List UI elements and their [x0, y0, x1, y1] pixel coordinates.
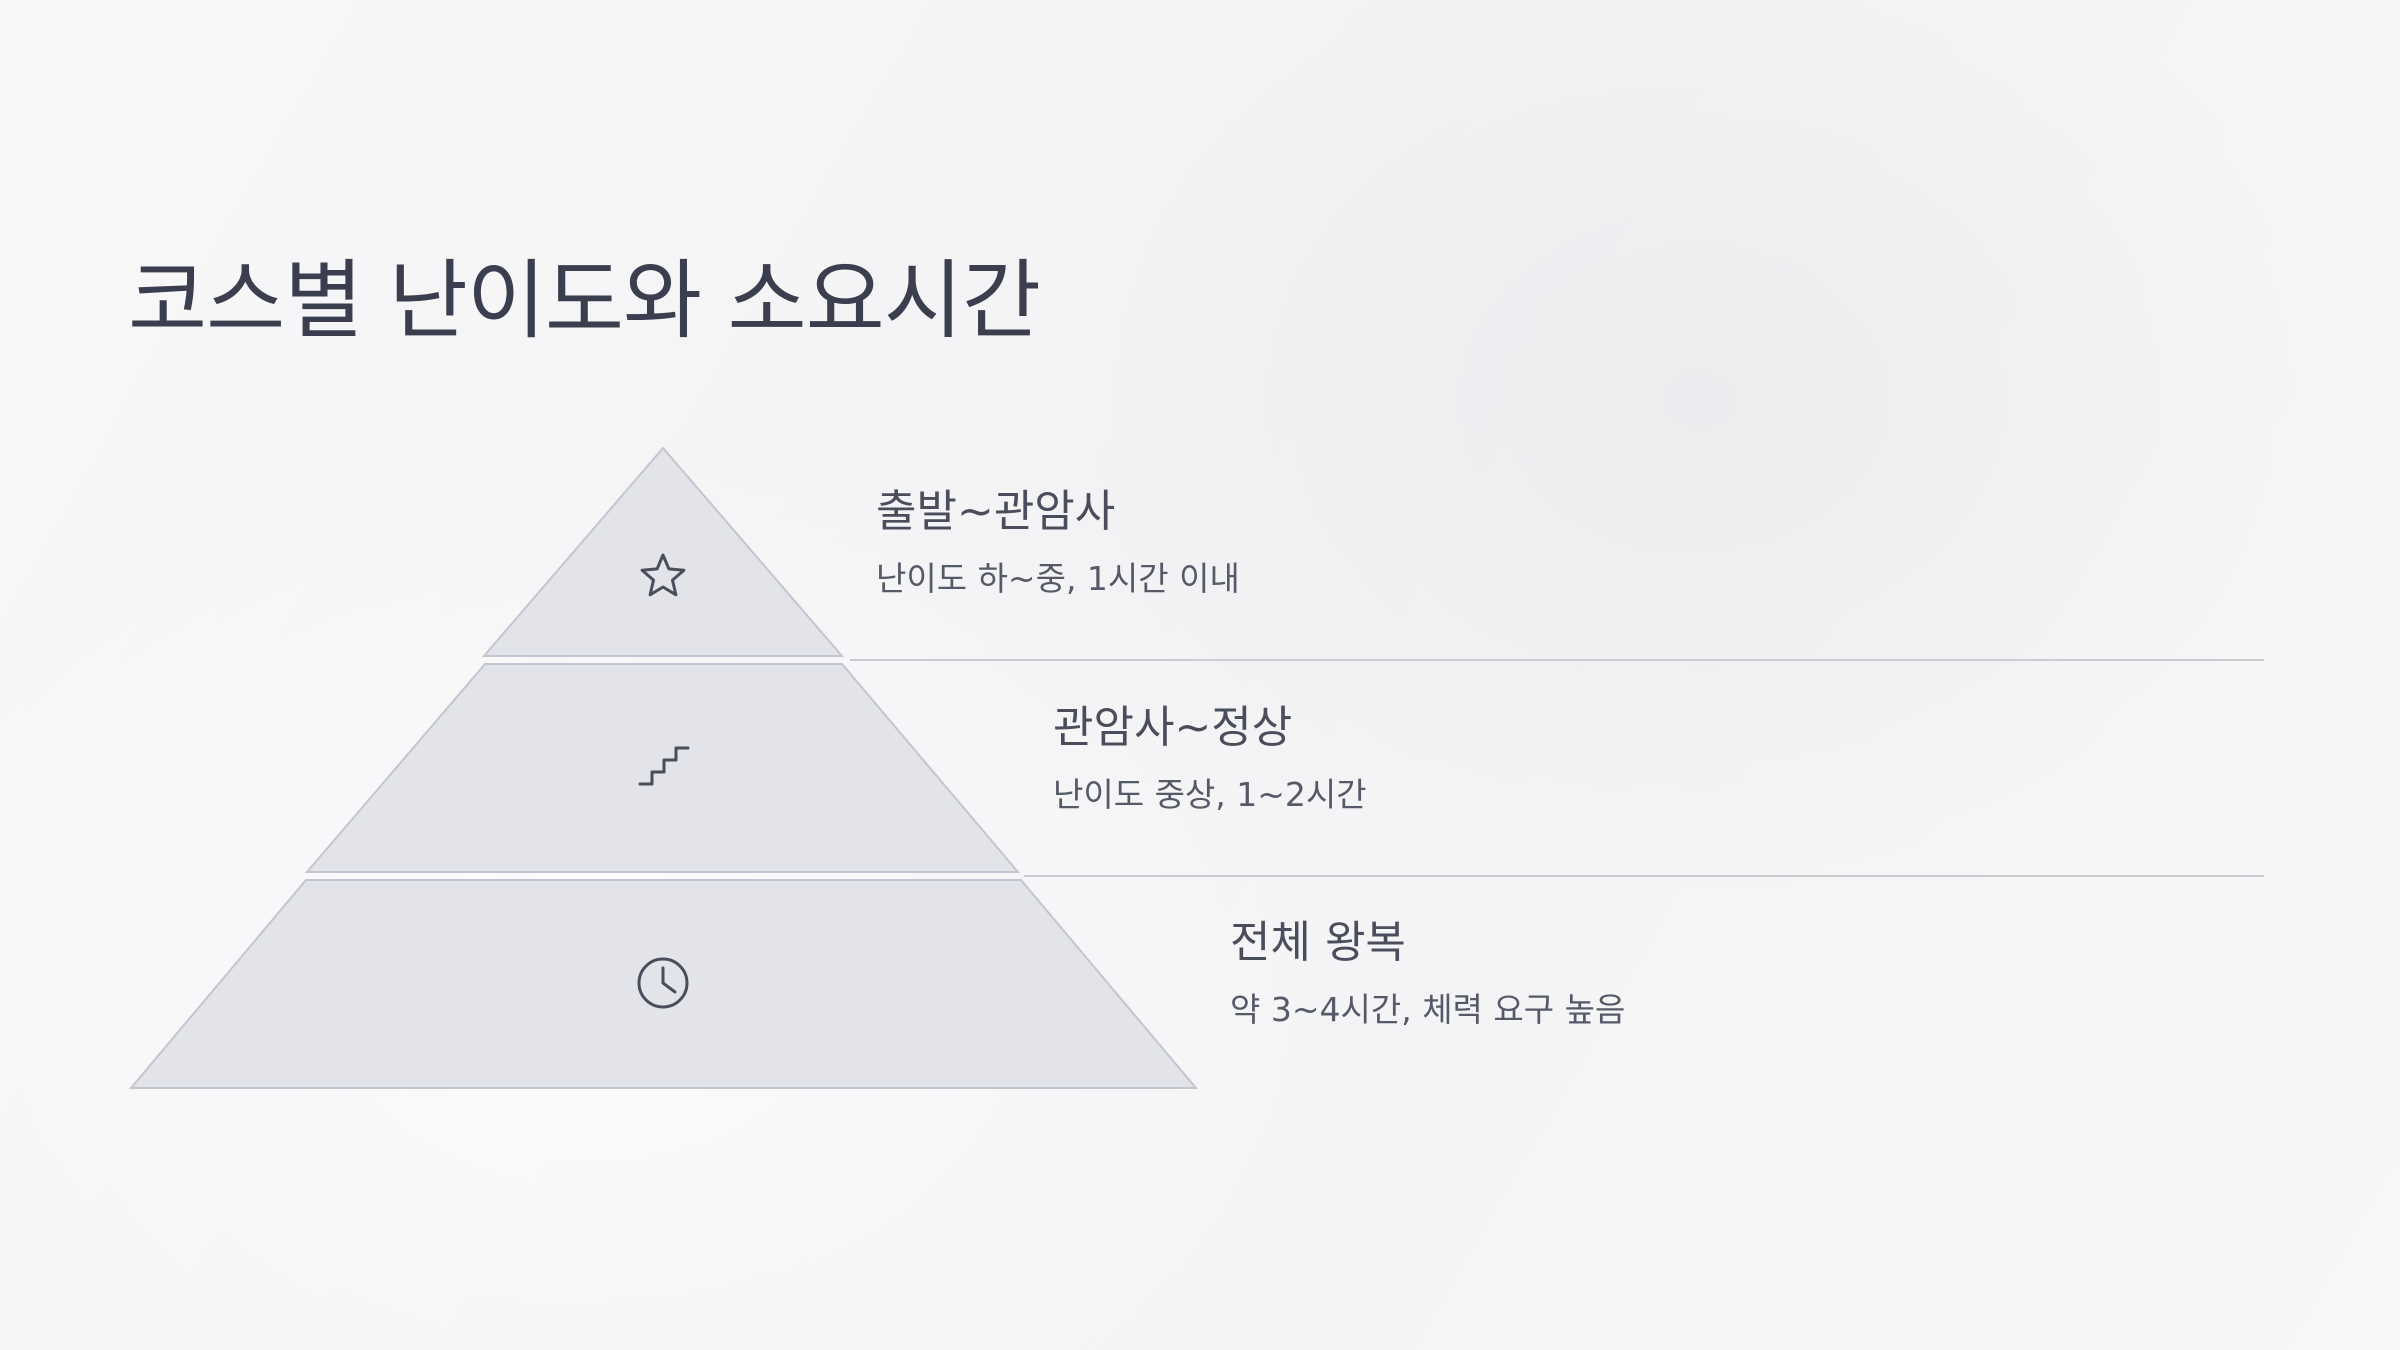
tier-1-heading: 출발~관암사: [876, 486, 1116, 537]
tier-3-description: 약 3~4시간, 체력 요구 높음: [1230, 990, 1626, 1029]
tier-2-heading: 관암사~정상: [1053, 702, 1293, 753]
tier-3-text: 전체 왕복 약 3~4시간, 체력 요구 높음: [1230, 917, 1626, 1029]
pyramid-tier-top: [481, 446, 845, 657]
tier-1-description: 난이도 하~중, 1시간 이내: [876, 559, 1240, 598]
divider-line-2: [1024, 875, 2264, 877]
tier-3-heading: 전체 왕복: [1230, 917, 1406, 968]
divider-line-1: [850, 659, 2264, 661]
tier-2-description: 난이도 중상, 1~2시간: [1053, 775, 1367, 814]
tier-2-text: 관암사~정상 난이도 중상, 1~2시간: [1053, 702, 1367, 814]
stairs-icon: [638, 746, 690, 786]
star-icon: [640, 553, 686, 597]
tier-1-text: 출발~관암사 난이도 하~중, 1시간 이내: [876, 486, 1240, 598]
slide-title: 코스별 난이도와 소요시간: [128, 251, 1041, 351]
clock-icon: [637, 957, 689, 1009]
